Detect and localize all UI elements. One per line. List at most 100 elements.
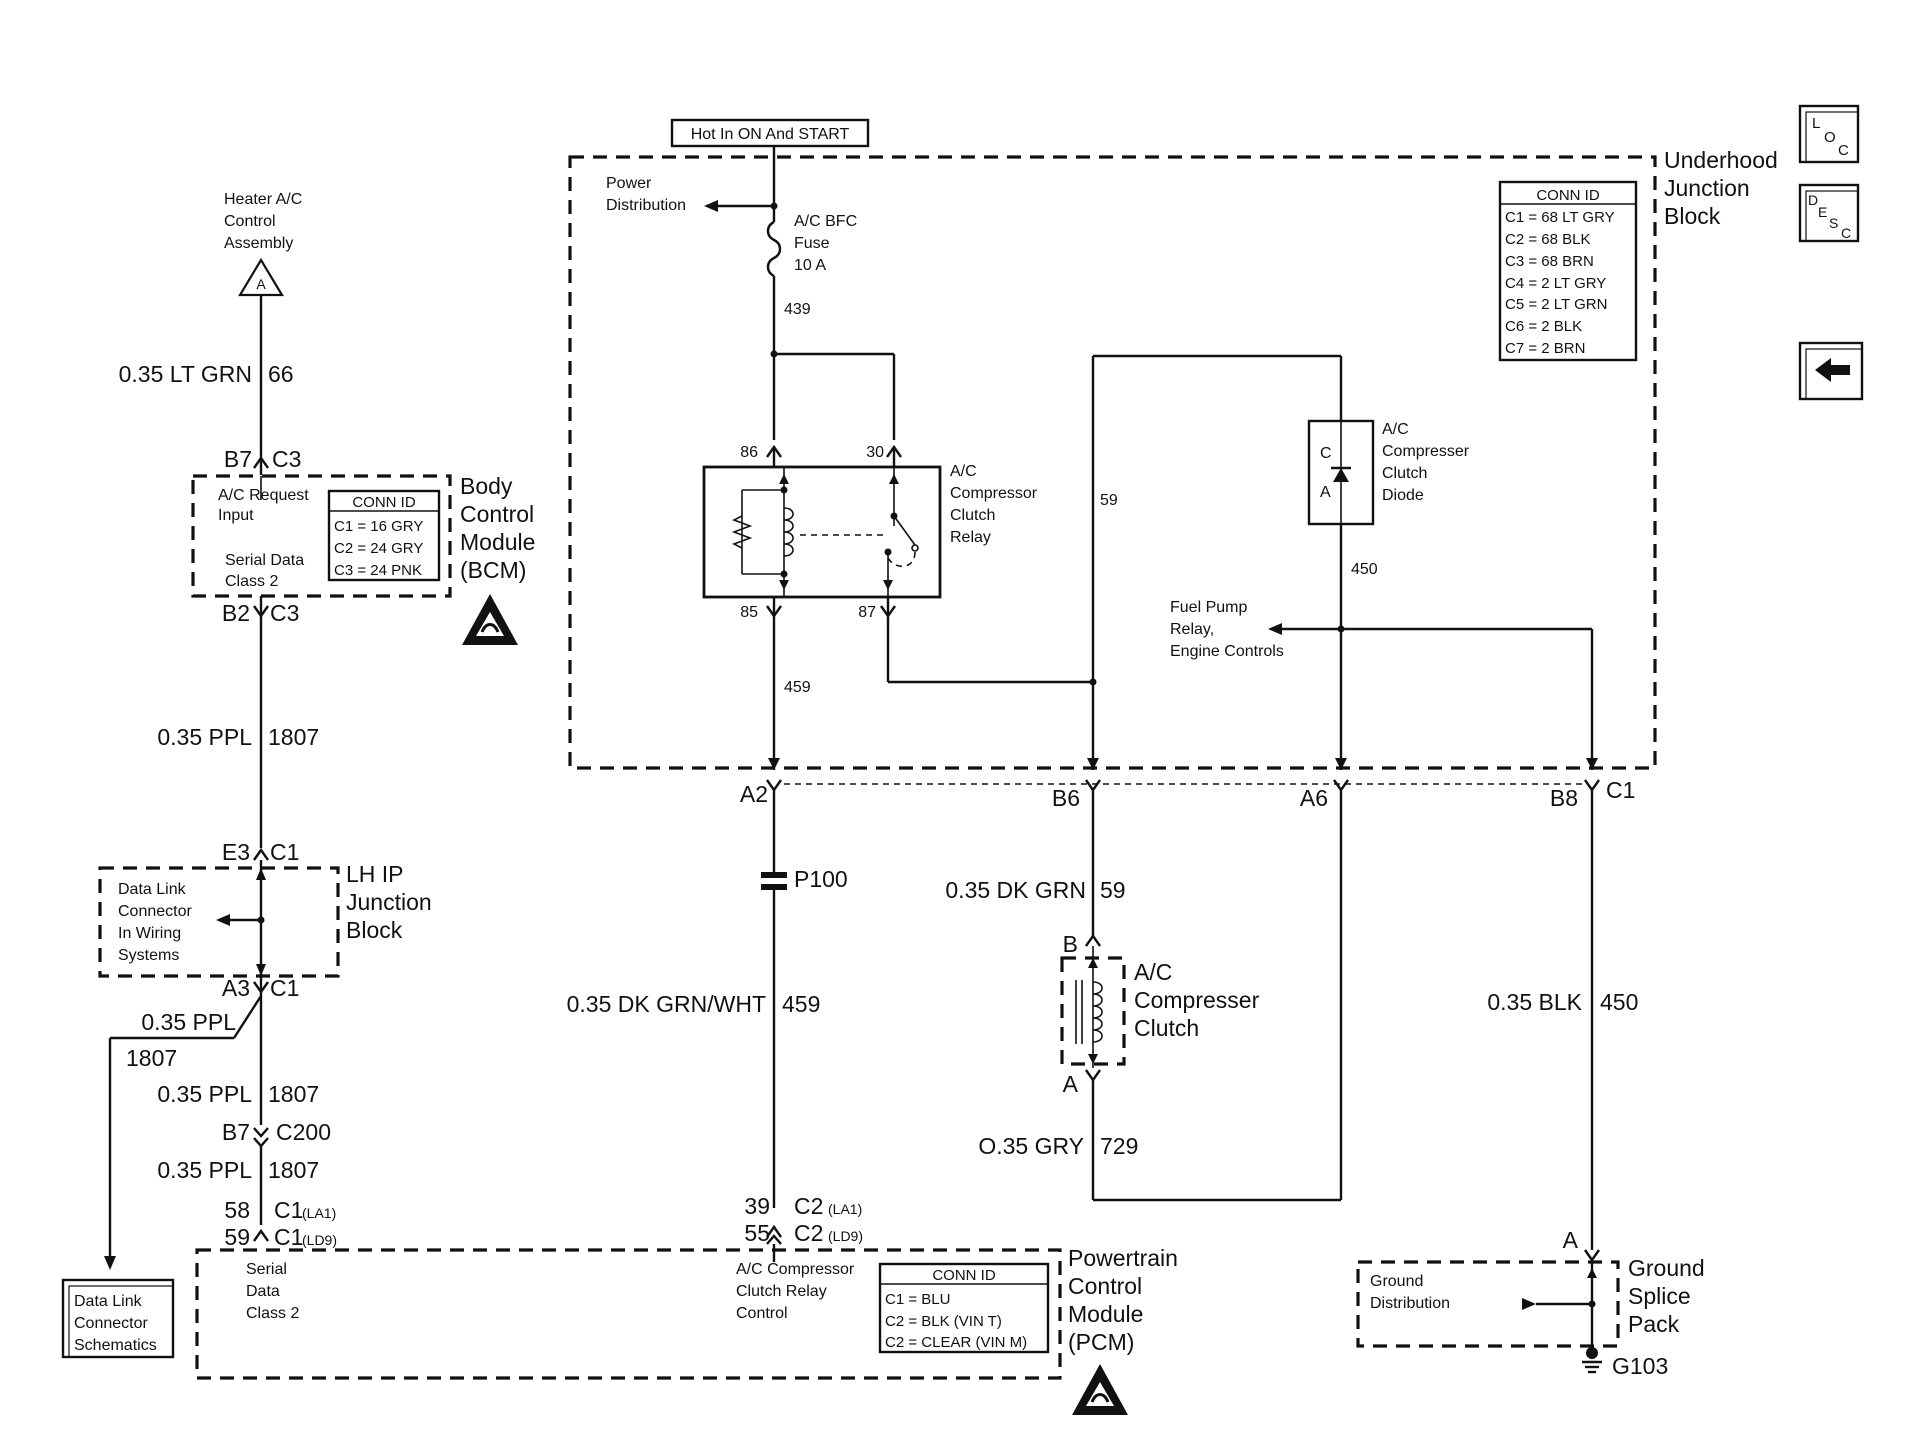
svg-text:D: D: [1808, 192, 1818, 208]
fuse-icon: [766, 220, 782, 278]
back-arrow-icon[interactable]: [1798, 341, 1864, 401]
svg-text:0.35 LT GRN: 0.35 LT GRN: [119, 361, 252, 387]
svg-text:Relay: Relay: [950, 529, 991, 546]
svg-text:Clutch: Clutch: [1382, 465, 1427, 482]
svg-text:(BCM): (BCM): [460, 557, 526, 583]
svg-text:Fuse: Fuse: [794, 235, 830, 252]
svg-text:1807: 1807: [268, 1081, 319, 1107]
svg-text:C1: C1: [274, 1197, 303, 1223]
svg-text:30: 30: [866, 444, 884, 461]
svg-text:Class 2: Class 2: [246, 1305, 299, 1322]
svg-text:450: 450: [1351, 561, 1378, 578]
svg-text:Module: Module: [1068, 1301, 1143, 1327]
svg-text:86: 86: [740, 444, 758, 461]
svg-text:Junction: Junction: [346, 889, 432, 915]
svg-text:CONN ID: CONN ID: [1536, 187, 1600, 204]
svg-text:0.35 PPL: 0.35 PPL: [157, 1157, 252, 1183]
svg-text:Distribution: Distribution: [1370, 1295, 1450, 1312]
esd-warning-icon: [462, 594, 518, 645]
svg-text:Systems: Systems: [118, 947, 179, 964]
svg-text:C3 = 24 PNK: C3 = 24 PNK: [334, 562, 422, 579]
svg-text:Data Link: Data Link: [74, 1293, 143, 1310]
svg-text:Power: Power: [606, 175, 652, 192]
data-link-connector-arrow-icon: [216, 914, 230, 926]
svg-text:C: C: [1320, 445, 1332, 462]
svg-text:0.35 PPL: 0.35 PPL: [157, 724, 252, 750]
svg-text:Compresser: Compresser: [1134, 987, 1260, 1013]
svg-text:39: 39: [744, 1193, 770, 1219]
svg-text:Control: Control: [224, 213, 276, 230]
svg-text:A: A: [1563, 1227, 1579, 1253]
svg-text:(LD9): (LD9): [302, 1232, 337, 1248]
svg-text:Heater A/C: Heater A/C: [224, 191, 302, 208]
svg-text:O: O: [1824, 129, 1836, 146]
svg-text:Body: Body: [460, 473, 513, 499]
p100-connector-icon: [761, 872, 787, 890]
svg-text:L: L: [1812, 115, 1820, 132]
ground-distribution-arrow-icon: [1522, 1298, 1536, 1310]
svg-text:CONN ID: CONN ID: [932, 1267, 996, 1284]
svg-text:O.35 GRY: O.35 GRY: [978, 1133, 1084, 1159]
svg-text:Fuel Pump: Fuel Pump: [1170, 599, 1247, 616]
svg-text:Diode: Diode: [1382, 487, 1424, 504]
ground-splice-pack: Ground Distribution Ground Splice Pack: [1356, 1255, 1705, 1348]
svg-text:C1: C1: [270, 839, 299, 865]
svg-text:CONN ID: CONN ID: [352, 494, 416, 511]
data-link-connector-schematics-link[interactable]: Data Link Connector Schematics: [61, 1278, 175, 1359]
svg-text:59: 59: [1100, 877, 1126, 903]
svg-text:C5 = 2 LT GRN: C5 = 2 LT GRN: [1505, 296, 1607, 313]
svg-text:1807: 1807: [268, 1157, 319, 1183]
svg-text:C2 = 24 GRY: C2 = 24 GRY: [334, 540, 423, 557]
svg-text:C2: C2: [794, 1220, 823, 1246]
svg-text:1807: 1807: [126, 1045, 177, 1071]
svg-text:Relay,: Relay,: [1170, 621, 1214, 638]
svg-text:G103: G103: [1612, 1353, 1668, 1379]
svg-text:A: A: [256, 276, 266, 292]
svg-text:729: 729: [1100, 1133, 1138, 1159]
svg-text:Ground: Ground: [1370, 1273, 1423, 1290]
svg-text:Class 2: Class 2: [225, 573, 278, 590]
ac-compressor-clutch-diode: C A A/C Compresser Clutch Diode: [1307, 419, 1470, 526]
svg-text:C: C: [1841, 225, 1851, 241]
svg-text:A3: A3: [222, 975, 250, 1001]
svg-text:C200: C200: [276, 1119, 331, 1145]
svg-text:1807: 1807: [268, 724, 319, 750]
svg-text:(LA1): (LA1): [828, 1201, 862, 1217]
svg-text:C7 = 2 BRN: C7 = 2 BRN: [1505, 340, 1585, 357]
svg-text:58: 58: [224, 1197, 250, 1223]
svg-text:C1 = BLU: C1 = BLU: [885, 1291, 950, 1308]
loc-icon[interactable]: L O C: [1798, 104, 1860, 164]
svg-text:C2: C2: [794, 1193, 823, 1219]
body-control-module: A/C Request Input Serial Data Class 2 CO…: [191, 473, 535, 645]
svg-text:In Wiring: In Wiring: [118, 925, 181, 942]
svg-text:459: 459: [784, 679, 811, 696]
svg-text:C2 = 68 BLK: C2 = 68 BLK: [1505, 231, 1590, 248]
svg-text:0.35 DK GRN/WHT: 0.35 DK GRN/WHT: [567, 991, 766, 1017]
svg-text:Data Link: Data Link: [118, 881, 187, 898]
svg-text:Pack: Pack: [1628, 1311, 1680, 1337]
svg-text:C2 = CLEAR (VIN M): C2 = CLEAR (VIN M): [885, 1334, 1027, 1351]
svg-text:A: A: [1320, 484, 1331, 501]
svg-text:(LA1): (LA1): [302, 1205, 336, 1221]
svg-text:B8: B8: [1550, 785, 1578, 811]
svg-text:A/C BFC: A/C BFC: [794, 213, 857, 230]
svg-text:LH IP: LH IP: [346, 861, 404, 887]
svg-text:59: 59: [1100, 492, 1118, 509]
svg-text:B7: B7: [224, 446, 252, 472]
svg-text:10 A: 10 A: [794, 257, 826, 274]
svg-text:B6: B6: [1052, 785, 1080, 811]
svg-text:C4 = 2 LT GRY: C4 = 2 LT GRY: [1505, 275, 1606, 292]
svg-text:A/C: A/C: [1134, 959, 1172, 985]
svg-text:Distribution: Distribution: [606, 197, 686, 214]
svg-text:Engine Controls: Engine Controls: [1170, 643, 1284, 660]
pcm-conn-id-table: CONN ID C1 = BLU C2 = BLK (VIN T) C2 = C…: [878, 1262, 1050, 1354]
ac-compressor-clutch-relay: A/C Compressor Clutch Relay: [702, 463, 1038, 599]
resistor-icon: [731, 515, 753, 549]
esd-warning-icon: [1072, 1364, 1128, 1415]
svg-text:Assembly: Assembly: [224, 235, 293, 252]
svg-text:Clutch: Clutch: [1134, 1015, 1199, 1041]
desc-icon[interactable]: D E S C: [1798, 183, 1860, 243]
svg-text:S: S: [1829, 215, 1838, 231]
svg-text:B2: B2: [222, 600, 250, 626]
